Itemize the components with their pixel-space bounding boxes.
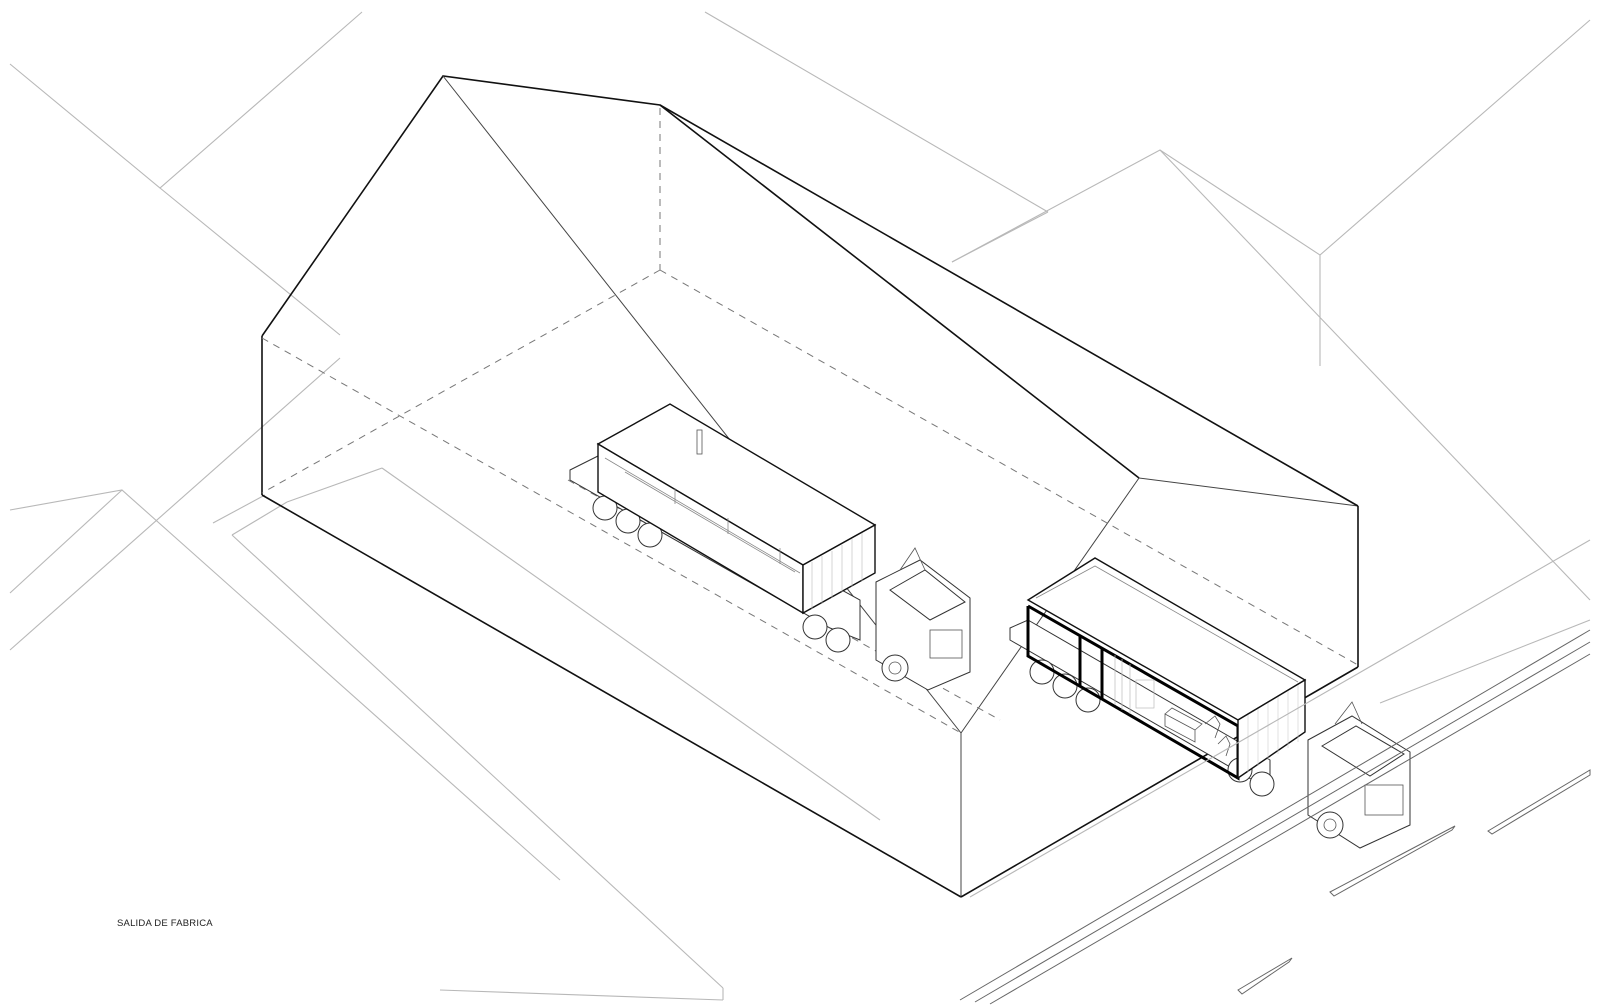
truck-cab-inside xyxy=(875,547,971,691)
drawing-caption: SALIDA DE FABRICA xyxy=(117,918,213,929)
road xyxy=(959,539,1591,1005)
module-exiting xyxy=(1009,557,1307,797)
context-buildings xyxy=(9,11,1591,1001)
module-inside xyxy=(569,403,877,653)
truck-cab-exiting xyxy=(1307,701,1411,849)
